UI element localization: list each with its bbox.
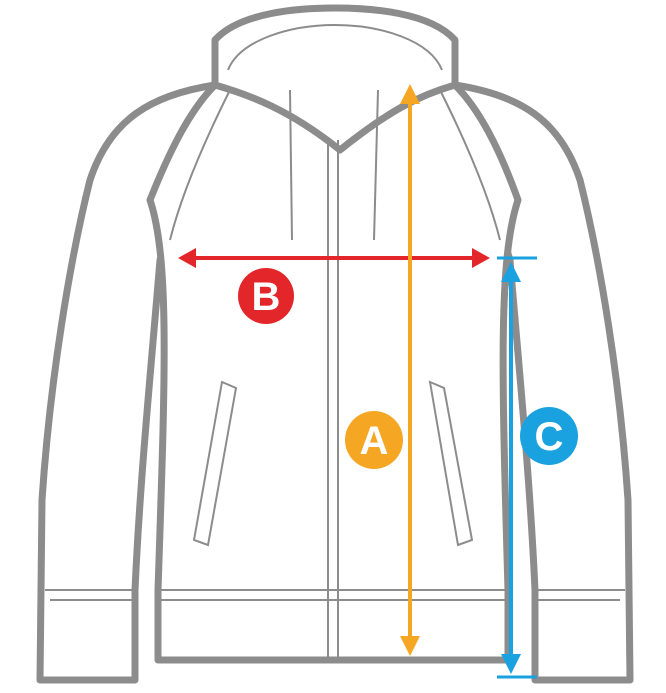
left-pocket-zipper (192, 380, 238, 547)
label-a: A (360, 419, 389, 463)
drawstring-right (373, 89, 379, 241)
label-c: C (535, 415, 564, 459)
body (146, 81, 522, 664)
measurement-a-body-length: A (345, 84, 420, 656)
label-b: B (252, 275, 281, 319)
hoodie-illustration (36, 4, 634, 684)
measurement-c-side-length: C (497, 256, 578, 679)
drawstring-left (289, 89, 293, 241)
front-zipper (327, 140, 339, 660)
measurement-b-chest-width: B (178, 248, 490, 324)
hood (211, 4, 459, 154)
left-sleeve (36, 81, 219, 684)
right-sleeve (451, 81, 634, 684)
right-pocket-zipper (428, 380, 474, 547)
